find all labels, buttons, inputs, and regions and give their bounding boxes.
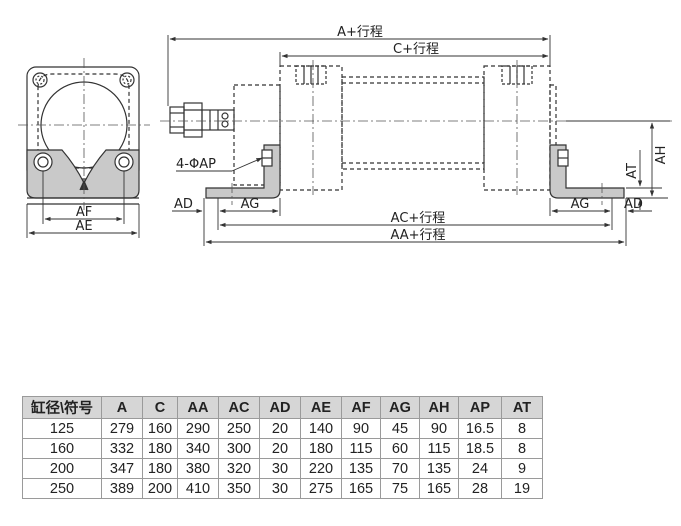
cell-ap: 24: [458, 458, 502, 479]
dimension-table: 缸径\符号 A C AA AC AD AE AF AG AH AP AT 125…: [22, 396, 543, 499]
dim-label-c-stroke: C+行程: [393, 42, 439, 57]
dim-label-a-stroke: A+行程: [337, 25, 383, 40]
cell-aa: 410: [177, 478, 219, 499]
cell-ae: 140: [300, 418, 342, 439]
dim-label-ah: AH: [654, 146, 669, 165]
cell-ag: 75: [380, 478, 420, 499]
cell-at: 9: [501, 458, 543, 479]
table-row: 125 279 160 290 250 20 140 90 45 90 16.5…: [22, 418, 543, 439]
cell-aa: 380: [177, 458, 219, 479]
cell-af: 135: [341, 458, 381, 479]
header-ad: AD: [259, 396, 301, 419]
header-ae: AE: [300, 396, 342, 419]
cell-ad: 30: [259, 478, 301, 499]
cell-af: 90: [341, 418, 381, 439]
cell-ad: 20: [259, 418, 301, 439]
header-ah: AH: [419, 396, 459, 419]
cell-ah: 165: [419, 478, 459, 499]
table-row: 250 389 200 410 350 30 275 165 75 165 28…: [22, 478, 543, 499]
dim-label-at: AT: [625, 163, 640, 179]
table-row: 160 332 180 340 300 20 180 115 60 115 18…: [22, 438, 543, 459]
header-c: C: [142, 396, 178, 419]
header-bore-symbol: 缸径\符号: [22, 396, 102, 419]
cell-a: 279: [101, 418, 143, 439]
cell-a: 347: [101, 458, 143, 479]
header-ag: AG: [380, 396, 420, 419]
cell-at: 8: [501, 438, 543, 459]
header-a: A: [101, 396, 143, 419]
cell-ah: 115: [419, 438, 459, 459]
cell-ap: 16.5: [458, 418, 502, 439]
side-view-dimensions: [167, 35, 670, 246]
dim-label-aa-stroke: AA+行程: [390, 228, 445, 243]
cell-at: 19: [501, 478, 543, 499]
cell-at: 8: [501, 418, 543, 439]
cell-ah: 135: [419, 458, 459, 479]
hole-spec-label: 4-ΦAP: [176, 157, 216, 172]
cell-ag: 60: [380, 438, 420, 459]
cell-aa: 340: [177, 438, 219, 459]
cell-bore: 160: [22, 438, 102, 459]
cell-ag: 70: [380, 458, 420, 479]
cell-a: 332: [101, 438, 143, 459]
header-af: AF: [341, 396, 381, 419]
cell-ad: 20: [259, 438, 301, 459]
cell-ap: 28: [458, 478, 502, 499]
cell-ad: 30: [259, 458, 301, 479]
dim-label-ad-left: AD: [174, 197, 193, 212]
cell-bore: 125: [22, 418, 102, 439]
dim-label-ad-right: AD: [624, 197, 643, 212]
cell-c: 180: [142, 438, 178, 459]
end-view-dimensions: [26, 171, 140, 238]
table-row: 200 347 180 380 320 30 220 135 70 135 24…: [22, 458, 543, 479]
cell-ap: 18.5: [458, 438, 502, 459]
header-aa: AA: [177, 396, 219, 419]
cell-c: 160: [142, 418, 178, 439]
cell-bore: 200: [22, 458, 102, 479]
cell-ae: 180: [300, 438, 342, 459]
side-view: [169, 65, 625, 199]
table-header-row: 缸径\符号 A C AA AC AD AE AF AG AH AP AT: [22, 396, 543, 419]
cell-ag: 45: [380, 418, 420, 439]
cell-ah: 90: [419, 418, 459, 439]
header-at: AT: [501, 396, 543, 419]
end-view-centerlines: [18, 58, 150, 210]
cell-ac: 350: [218, 478, 260, 499]
cell-c: 180: [142, 458, 178, 479]
header-ac: AC: [218, 396, 260, 419]
cell-ac: 320: [218, 458, 260, 479]
cell-aa: 290: [177, 418, 219, 439]
dim-label-ae: AE: [75, 219, 92, 234]
technical-drawing: AF AE: [18, 25, 672, 246]
side-view-centerline: [160, 60, 672, 205]
cell-af: 165: [341, 478, 381, 499]
dim-label-ag-left: AG: [241, 197, 260, 212]
end-view: [26, 66, 140, 205]
cell-bore: 250: [22, 478, 102, 499]
cell-af: 115: [341, 438, 381, 459]
cell-ae: 275: [300, 478, 342, 499]
dim-label-ag-right: AG: [571, 197, 590, 212]
cell-a: 389: [101, 478, 143, 499]
cell-ac: 250: [218, 418, 260, 439]
cell-ac: 300: [218, 438, 260, 459]
dim-label-ac-stroke: AC+行程: [391, 211, 446, 226]
cell-ae: 220: [300, 458, 342, 479]
dim-label-af: AF: [76, 205, 92, 220]
cell-c: 200: [142, 478, 178, 499]
header-ap: AP: [458, 396, 502, 419]
